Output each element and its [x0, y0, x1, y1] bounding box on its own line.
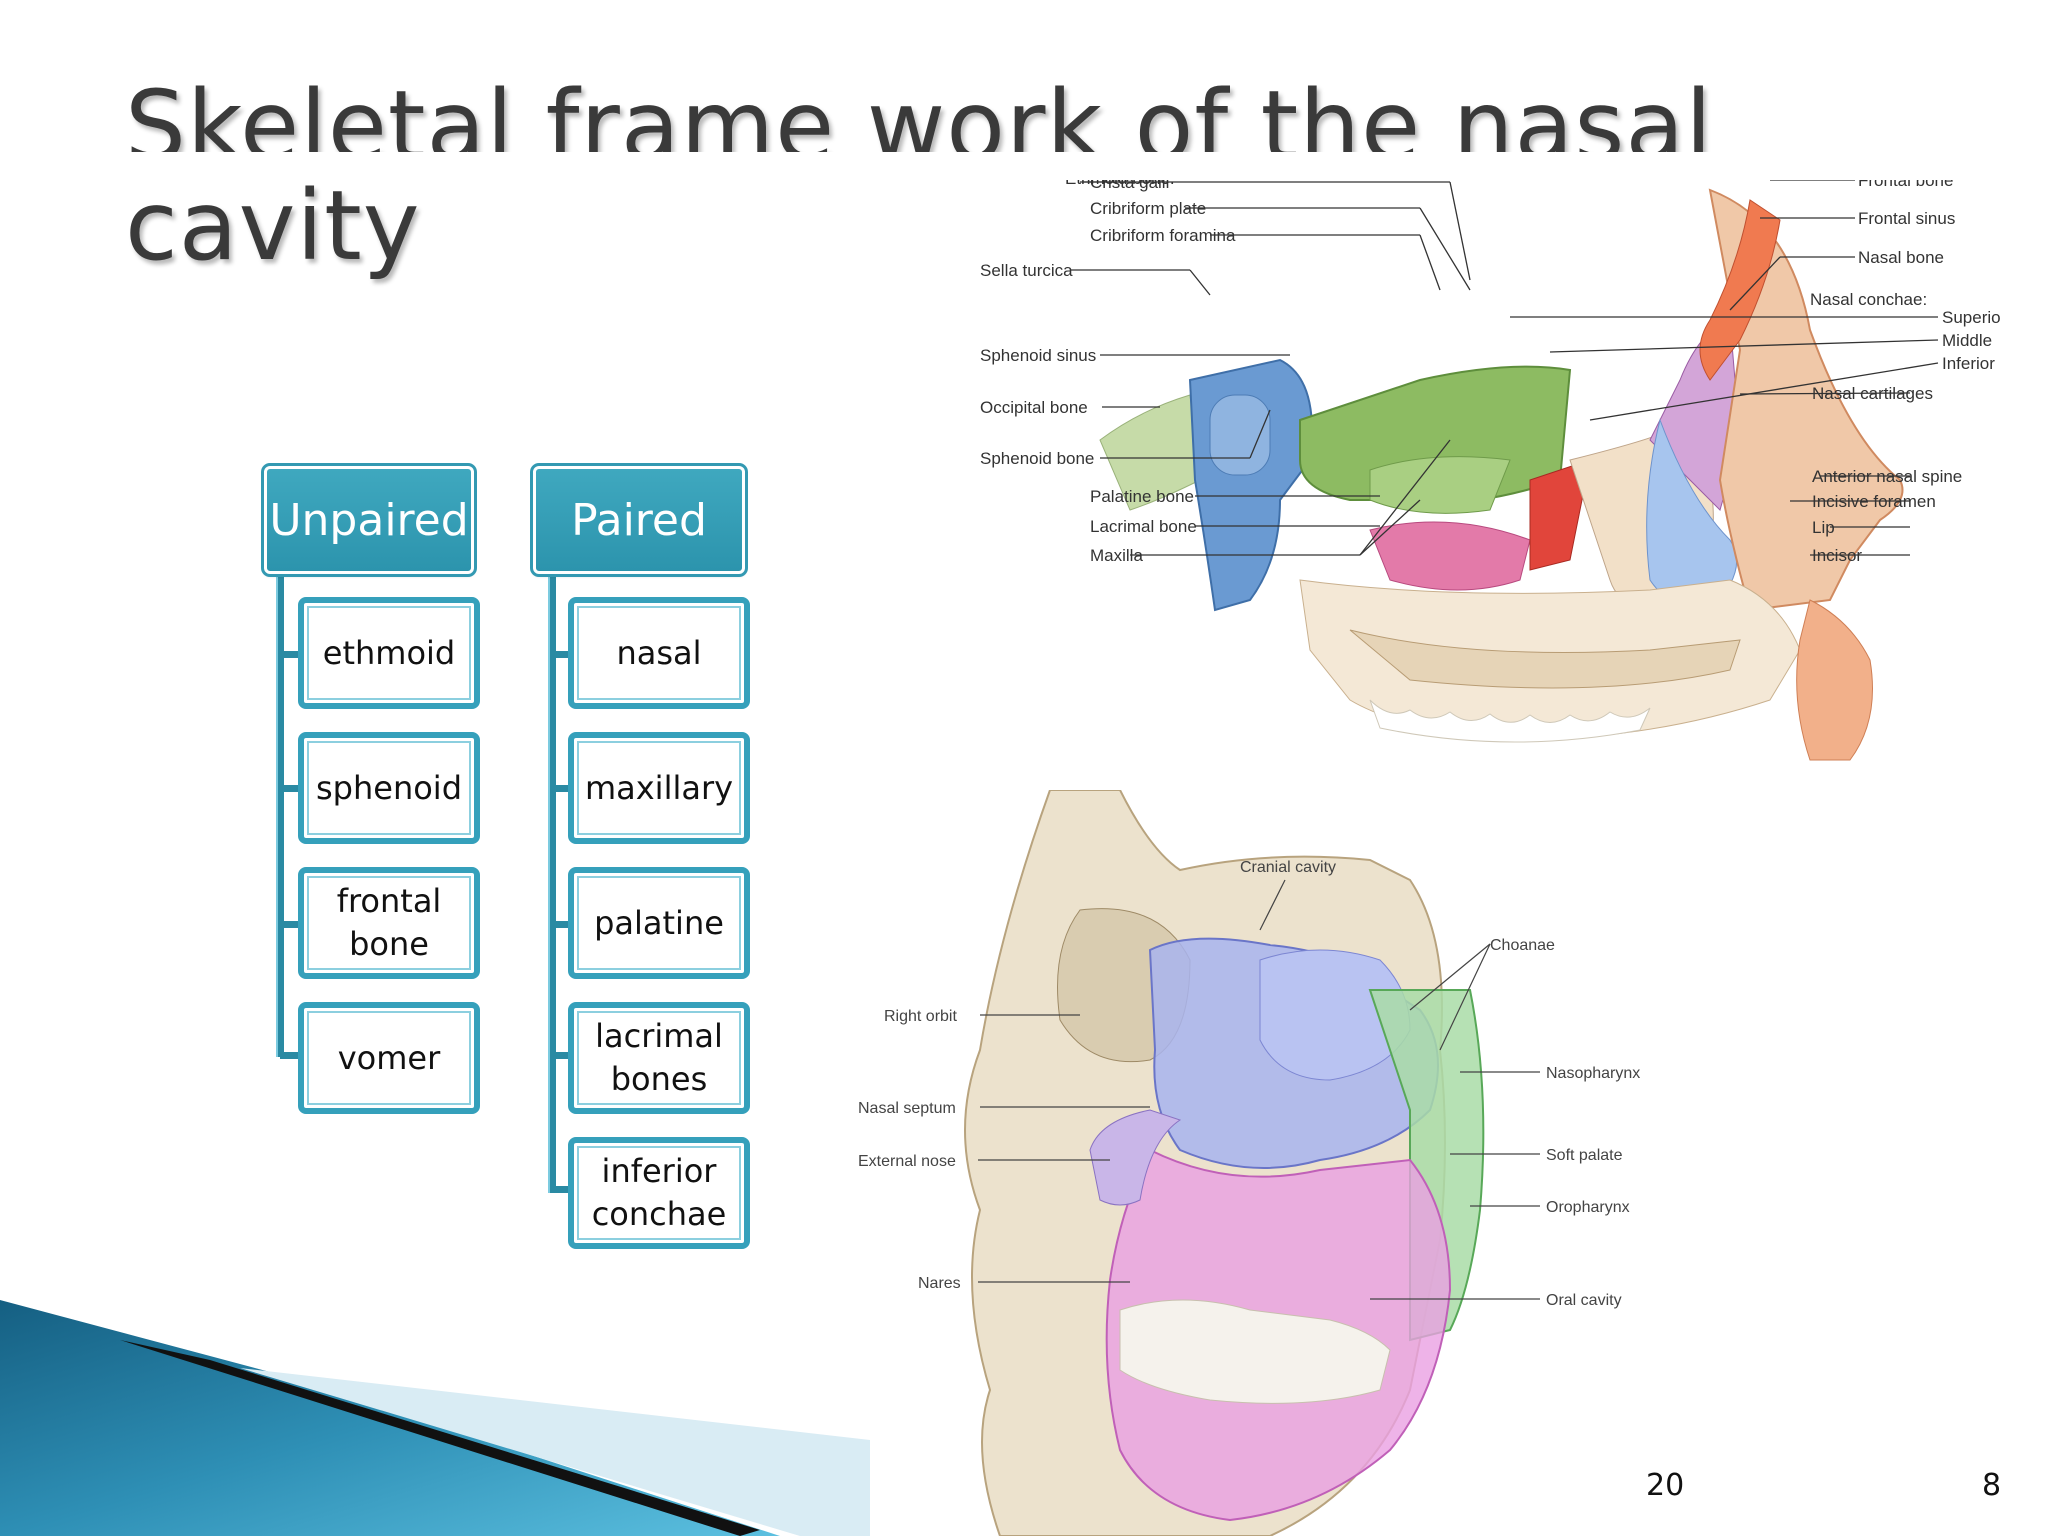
unpaired-item-sphenoid: sphenoid — [298, 732, 480, 844]
paired-connector — [552, 921, 572, 928]
title-line-1: Skeletal frame work of the nasal — [125, 70, 1713, 152]
label-oral-cavity: Oral cavity — [1546, 1292, 1622, 1309]
paired-connector-vertical — [548, 565, 556, 1193]
slide-title: Skeletal frame work of the nasal cavity — [125, 62, 1845, 290]
label-frontal-sinus: Frontal sinus — [1858, 209, 1955, 228]
label-occipital-bone: Occipital bone — [980, 398, 1088, 417]
unpaired-item-label: frontal bone — [336, 882, 442, 963]
label-external-nose: External nose — [858, 1153, 956, 1170]
paired-header: Paired — [530, 463, 748, 577]
decorative-swoosh — [0, 1300, 870, 1536]
unpaired-item-label: vomer — [337, 1038, 441, 1077]
paired-connector — [552, 1052, 572, 1059]
footer-date-fragment: 20 — [1646, 1468, 1685, 1503]
unpaired-connector-vertical — [276, 565, 284, 1057]
label-soft-palate: Soft palate — [1546, 1147, 1623, 1164]
label-sphenoid-bone: Sphenoid bone — [980, 449, 1094, 468]
unpaired-connector — [280, 651, 300, 658]
label-nasal-conchae: Nasal conchae: — [1810, 290, 1927, 309]
label-ethmoid-bone: Ethmoid bone: — [1065, 180, 1175, 188]
label-frontal-bone: Frontal bone — [1858, 180, 1953, 190]
paired-item-nasal: nasal — [568, 597, 750, 709]
nasal-oral-regions-figure: Right orbit Nasal septum External nose N… — [858, 790, 1640, 1536]
unpaired-header: Unpaired — [261, 463, 477, 577]
paired-connector — [552, 651, 572, 658]
label-anterior-nasal-spine: Anterior nasal spine — [1812, 467, 1962, 486]
paired-item-label: inferior conchae — [591, 1152, 727, 1233]
paired-header-label: Paired — [571, 494, 707, 546]
paired-connector — [552, 1186, 572, 1193]
label-incisor: Incisor — [1812, 546, 1862, 565]
paired-item-label: nasal — [616, 633, 702, 672]
unpaired-item-ethmoid: ethmoid — [298, 597, 480, 709]
unpaired-item-label: sphenoid — [315, 768, 462, 807]
label-lip: Lip — [1812, 518, 1835, 537]
label-nasopharynx: Nasopharynx — [1546, 1065, 1640, 1082]
label-sella-turcica: Sella turcica — [980, 261, 1073, 280]
label-palatine-bone: Palatine bone — [1090, 487, 1194, 506]
label-maxilla: Maxilla — [1090, 546, 1143, 565]
paired-item-label: lacrimal bones — [595, 1017, 723, 1098]
label-oropharynx: Oropharynx — [1546, 1199, 1630, 1216]
label-nasal-septum: Nasal septum — [858, 1100, 956, 1117]
label-crista-galli: Crista galli — [1090, 180, 1169, 192]
unpaired-item-vomer: vomer — [298, 1002, 480, 1114]
label-cribriform-plate: Cribriform plate — [1090, 199, 1206, 218]
paired-item-maxillary: maxillary — [568, 732, 750, 844]
paired-item-label: maxillary — [584, 768, 734, 807]
label-choanae: Choanae — [1490, 937, 1555, 954]
slide-number: 8 — [1982, 1468, 2002, 1503]
label-lacrimal-bone: Lacrimal bone — [1090, 517, 1197, 536]
paired-connector — [552, 785, 572, 792]
paired-item-lacrimal-bones: lacrimal bones — [568, 1002, 750, 1114]
unpaired-item-label: ethmoid — [322, 633, 456, 672]
paired-item-inferior-conchae: inferior conchae — [568, 1137, 750, 1249]
paired-item-label: palatine — [594, 903, 724, 942]
unpaired-connector — [280, 785, 300, 792]
label-incisive-foramen: Incisive foramen — [1812, 492, 1936, 511]
label-superior: Superior — [1942, 308, 2000, 327]
label-nasal-bone: Nasal bone — [1858, 248, 1944, 267]
unpaired-connector — [280, 921, 300, 928]
label-nares: Nares — [918, 1275, 961, 1292]
nasal-cavity-sagittal-figure: Ethmoid bone: Crista galli Cribriform pl… — [980, 180, 2000, 761]
label-middle: Middle — [1942, 331, 1992, 350]
unpaired-connector — [280, 1052, 300, 1059]
label-sphenoid-sinus: Sphenoid sinus — [980, 346, 1096, 365]
label-cranial-cavity: Cranial cavity — [1240, 859, 1336, 876]
label-cribriform-foramina: Cribriform foramina — [1090, 226, 1236, 245]
paired-item-palatine: palatine — [568, 867, 750, 979]
title-line-2: cavity — [125, 170, 421, 282]
label-nasal-cartilages: Nasal cartilages — [1812, 384, 1933, 403]
label-right-orbit: Right orbit — [884, 1008, 957, 1025]
unpaired-item-frontal-bone: frontal bone — [298, 867, 480, 979]
label-inferior: Inferior — [1942, 354, 1995, 373]
unpaired-header-label: Unpaired — [269, 494, 469, 546]
